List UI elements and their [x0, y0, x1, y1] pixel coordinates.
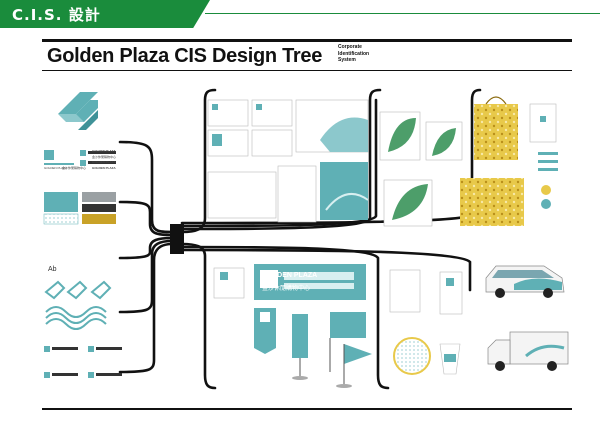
section-header-label: C.I.S. 設計	[12, 6, 101, 24]
swatch-grey	[82, 192, 116, 202]
banner-left	[254, 308, 276, 348]
subtitle-line-3: System	[338, 57, 356, 63]
leaf-icon	[388, 118, 416, 152]
branch-bags-top-2	[180, 98, 378, 228]
branch-bags-right	[180, 88, 482, 225]
small-logo-1	[44, 150, 74, 165]
page-title: Golden Plaza CIS Design Tree	[47, 45, 323, 67]
branch-typeface	[118, 236, 174, 260]
branch-logo	[118, 140, 174, 234]
bottom-rule	[42, 408, 572, 410]
plastic-bag	[529, 103, 557, 143]
logo-caption-zh: 金沙休閒購物中心	[62, 166, 87, 170]
section-header-band	[0, 0, 210, 28]
print-panel	[389, 269, 463, 375]
branch-signage	[180, 242, 217, 390]
branch-vehicles	[180, 248, 472, 292]
branch-graphics	[118, 239, 174, 314]
color-swatches	[43, 192, 116, 225]
logo-panel	[44, 92, 116, 166]
graphic-patterns	[44, 280, 112, 330]
swatch-dark	[82, 204, 116, 212]
logo-title-en-2: GOLDEN PLAZA	[92, 160, 116, 164]
branch-stationery	[180, 88, 217, 234]
business-card-photo	[212, 134, 222, 146]
subtitle: Corporate Identification System	[338, 44, 369, 64]
envelope-teal	[320, 162, 368, 220]
car-icon	[485, 265, 565, 298]
bags-panel	[379, 96, 558, 227]
logo-g-icon	[58, 92, 98, 130]
tree-branches	[118, 88, 482, 390]
swatch-gold	[82, 214, 116, 224]
truck-icon	[487, 331, 569, 371]
gift-wrap	[460, 178, 524, 226]
signage-panel	[213, 264, 372, 388]
bag-gold	[474, 104, 518, 160]
header-divider	[205, 13, 600, 14]
signboard-zh: 金沙休閒購物中心	[262, 285, 311, 292]
logo-title-en-1: GOLDEN PLAZA	[92, 149, 116, 153]
subtitle-line-1: Corporate	[338, 44, 362, 50]
branch-dining	[180, 245, 390, 390]
stationery-panel	[207, 99, 369, 223]
swatch-pattern	[43, 213, 79, 225]
coaster	[393, 337, 431, 375]
standard-logos	[44, 346, 122, 378]
typeface-sample: Ab	[48, 266, 57, 273]
vehicles-panel	[485, 265, 569, 371]
logo-title-en-3: GOLDEN PLAZA	[92, 166, 116, 170]
title-rule-top	[42, 39, 572, 42]
title-rule-bottom	[42, 70, 572, 71]
signboard-en: GOLDEN PLAZA	[262, 272, 318, 279]
trunk-node	[170, 224, 184, 254]
branch-standards	[118, 242, 174, 374]
flag-icon	[344, 344, 372, 364]
logo-caption-en: GOLDEN PLAZA	[44, 166, 68, 170]
subtitle-line-2: Identification	[338, 50, 370, 57]
swatch-teal	[44, 192, 78, 212]
logo-title-zh-1: 金沙休閒購物中心	[92, 155, 117, 159]
branch-colors	[118, 200, 174, 237]
